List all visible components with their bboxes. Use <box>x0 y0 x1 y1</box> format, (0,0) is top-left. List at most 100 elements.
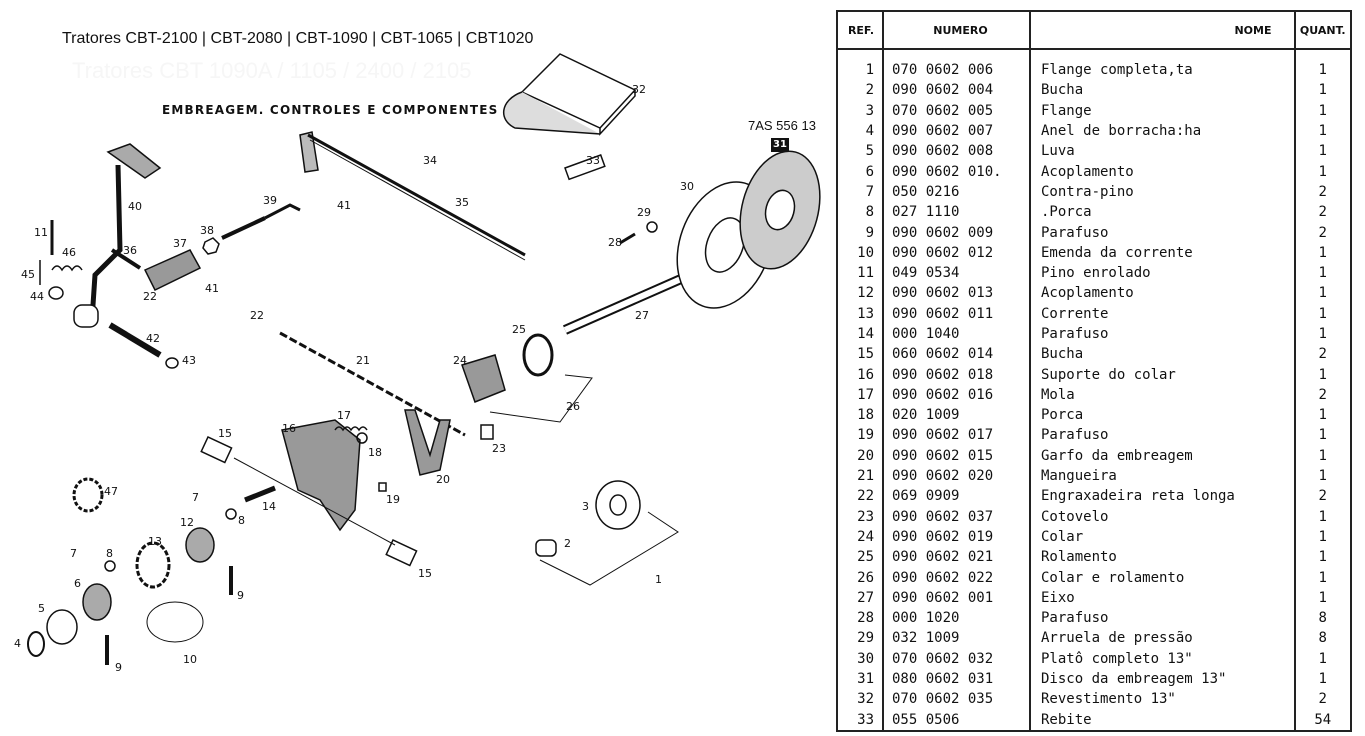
callout-15b: 15 <box>418 567 432 580</box>
cell-ref: 22 <box>837 486 884 507</box>
cell-nome: Engraxadeira reta longa <box>1030 486 1296 507</box>
callout-6: 6 <box>74 577 81 590</box>
cell-quant: 2 <box>1318 183 1327 200</box>
callout-46: 46 <box>62 246 76 259</box>
cell-ref: 14 <box>837 323 884 345</box>
cell-nome: Flange completa,ta <box>1030 49 1296 81</box>
cell-nome: Pino enrolado <box>1030 262 1296 284</box>
part-32-lining-box <box>503 53 637 136</box>
cell-quant: 1 <box>1318 366 1327 383</box>
callout-29: 29 <box>637 206 651 219</box>
cell-numero: 000 1020 <box>883 608 1031 629</box>
callout-33: 33 <box>586 154 600 167</box>
cell-ref: 3 <box>837 100 884 121</box>
cell-nome: Cotovelo <box>1030 506 1296 527</box>
part-3-flange <box>595 480 641 530</box>
cell-numero: 027 1110 <box>883 202 1031 223</box>
callout-12: 12 <box>180 516 194 529</box>
cell-numero: 090 0602 010. <box>883 161 1031 182</box>
cell-numero: 090 0602 007 <box>883 120 1031 142</box>
cell-nome: Mangueira <box>1030 465 1296 487</box>
header-nome: NOME <box>1030 11 1296 50</box>
callout-43: 43 <box>182 354 196 367</box>
header-quant: QUANT. <box>1294 11 1351 50</box>
cell-ref: 31 <box>837 668 884 690</box>
part-21-hose <box>279 331 466 437</box>
cell-nome: Luva <box>1030 141 1296 162</box>
cell-quant: 1 <box>1318 407 1327 424</box>
cell-quant: 1 <box>1318 62 1327 79</box>
cell-nome: Mola <box>1030 384 1296 406</box>
cell-nome: Corrente <box>1030 303 1296 324</box>
cell-ref: 6 <box>837 161 884 182</box>
cell-quant: 1 <box>1318 427 1327 444</box>
callout-4: 4 <box>14 637 21 650</box>
callout-20: 20 <box>436 473 450 486</box>
cell-ref: 29 <box>837 628 884 649</box>
cell-nome: Arruela de pressão <box>1030 628 1296 649</box>
cell-numero: 090 0602 011 <box>883 303 1031 324</box>
cell-quant: 1 <box>1318 508 1327 525</box>
callout-1: 1 <box>655 573 662 586</box>
part-20-clutch-fork <box>404 409 451 476</box>
part-35-shaft <box>299 131 526 261</box>
cell-ref: 1 <box>837 49 884 81</box>
cell-nome: Acoplamento <box>1030 161 1296 182</box>
cell-nome: Colar e rolamento <box>1030 567 1296 588</box>
callout-28: 28 <box>608 236 622 249</box>
cell-quant: 1 <box>1318 163 1327 180</box>
callout-22a: 22 <box>250 309 264 322</box>
cell-quant: 2 <box>1318 346 1327 363</box>
cell-numero: 090 0602 016 <box>883 384 1031 406</box>
cell-numero: 049 0534 <box>883 262 1031 284</box>
part-6-coupling <box>82 583 112 621</box>
cell-numero: 090 0602 021 <box>883 547 1031 568</box>
cell-ref: 20 <box>837 445 884 466</box>
callout-10: 10 <box>183 653 197 666</box>
callout-25: 25 <box>512 323 526 336</box>
part-27-shaft <box>562 270 693 335</box>
callout-14: 14 <box>262 500 276 513</box>
callout-5: 5 <box>38 602 45 615</box>
cell-nome: Parafuso <box>1030 323 1296 345</box>
callout-2: 2 <box>564 537 571 550</box>
callout-21: 21 <box>356 354 370 367</box>
cell-nome: Anel de borracha:ha <box>1030 120 1296 142</box>
cell-nome: Eixo <box>1030 587 1296 609</box>
callout-38: 38 <box>200 224 214 237</box>
part-40-pedal <box>73 143 162 328</box>
cell-ref: 12 <box>837 283 884 304</box>
callout-11: 11 <box>34 226 48 239</box>
part-37-clevis <box>143 249 202 292</box>
cell-quant: 1 <box>1318 468 1327 485</box>
callout-3: 3 <box>582 500 589 513</box>
cell-quant: 2 <box>1318 386 1327 403</box>
cell-nome: .Porca <box>1030 202 1296 223</box>
cell-quant: 1 <box>1318 549 1327 566</box>
part-39-rod <box>221 216 266 240</box>
callout-7b: 7 <box>192 491 199 504</box>
part-29-washer <box>646 221 658 233</box>
exploded-parts-diagram <box>27 53 821 665</box>
cell-quant: 1 <box>1318 671 1327 688</box>
part-14-bolt <box>244 485 276 503</box>
cell-quant: 1 <box>1318 650 1327 667</box>
cell-ref: 26 <box>837 567 884 588</box>
callout-17: 17 <box>337 409 351 422</box>
